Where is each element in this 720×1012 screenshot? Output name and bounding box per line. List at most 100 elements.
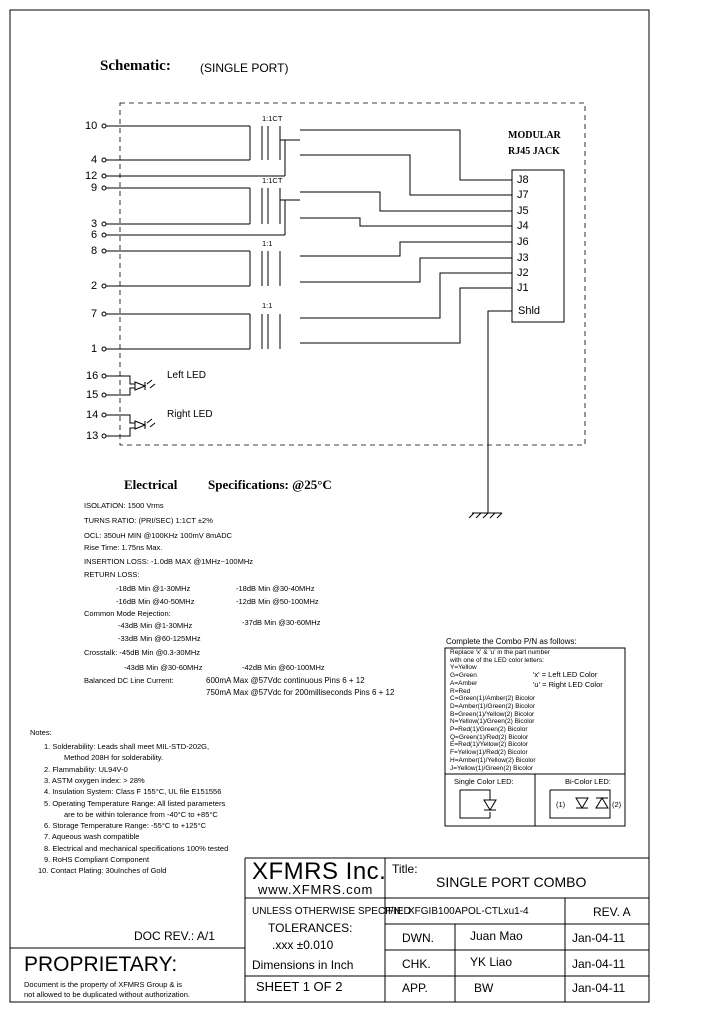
left-pin-8: 7 — [91, 308, 98, 320]
combo-lines-15: J=Yellow(1)/Green(2) Bicolor — [450, 764, 534, 772]
combo-lines-6: C=Green(1)/Amber(2) Bicolor — [450, 695, 536, 703]
electrical-balanced-2: 750mA Max @57Vdc for 200milliseconds Pin… — [206, 688, 395, 697]
ratio-1: 1:1CT — [262, 176, 283, 185]
notes-items-2: 2. Flammability: UL94V-0 — [44, 764, 128, 774]
jack-pin-7: J1 — [517, 282, 529, 294]
jack-pin-4: J6 — [517, 236, 529, 248]
proprietary-heading: PROPRIETARY: — [24, 953, 178, 976]
combo-lines-1: with one of the LED color letters: — [450, 656, 544, 664]
bicolor-1: (1) — [556, 800, 566, 809]
u-note: 'u' = Right LED Color — [533, 680, 603, 689]
notes-items-0: 1. Solderability: Leads shall meet MIL-S… — [44, 742, 210, 751]
electrical-balanced-0: Balanced DC Line Current: — [84, 676, 174, 685]
bicolor-2: (2) — [612, 800, 622, 809]
elec-title: Electrical — [124, 477, 178, 492]
pn-label: P/N: — [384, 906, 404, 917]
left-pin-4: 3 — [91, 218, 98, 230]
combo-lines-8: B=Green(1)/Yellow(2) Bicolor — [450, 710, 535, 718]
notes-items-8: 7. Aqueous wash compatible — [44, 832, 140, 842]
electrical-lines-0: ISOLATION: 1500 Vrms — [84, 501, 164, 510]
electrical-return_loss-1: -18dB Min @30-40MHz — [236, 584, 315, 593]
left-pin-0: 10 — [85, 120, 98, 132]
company-website: www.XFMRS.com — [258, 882, 374, 897]
combo-lines-14: H=Amber(1)/Yellow(2) Bicolor — [450, 756, 536, 764]
led-pin-1: 15 — [86, 389, 99, 401]
left-pin-3: 9 — [91, 182, 98, 194]
electrical-crosstalk-1: -43dB Min @30-60MHz — [124, 663, 203, 672]
proprietary-note-2: not allowed to be duplicated without aut… — [24, 990, 190, 999]
left-pin-5: 6 — [91, 229, 98, 241]
jack-pin-2: J5 — [517, 205, 529, 217]
electrical-return_loss-0: -18dB Min @1-30MHz — [116, 584, 191, 593]
jack-pin-5: J3 — [517, 252, 529, 264]
jack-title-1: MODULAR — [508, 130, 561, 141]
ratio-2: 1:1 — [262, 239, 273, 248]
proprietary-note-1: Document is the property of XFMRS Group … — [24, 980, 182, 989]
electrical-balanced-1: 600mA Max @57Vdc continuous Pins 6 + 12 — [206, 676, 365, 685]
notes-items-9: 8. Electrical and mechanical specificati… — [44, 843, 229, 853]
bicolor-led-label: Bi-Color LED: — [565, 777, 611, 786]
jack-pin-0: J8 — [517, 174, 529, 186]
combo-lines-10: P=Red(1)/Green(2) Bicolor — [450, 726, 528, 733]
combo-lines-9: N=Yellow(1)/Green(2) Bicolor — [450, 718, 535, 726]
title-value: SINGLE PORT COMBO — [436, 874, 587, 890]
notes-items-6: are to be within tolerance from -40°C to… — [64, 809, 218, 819]
ratio-3: 1:1 — [262, 301, 273, 310]
notes-items-3: 3. ASTM oxygen index: > 28% — [44, 775, 145, 785]
led-pin-0: 16 — [86, 370, 99, 382]
notes-items-4: 4. Insulation System: Class F 155°C, UL … — [44, 787, 222, 797]
dimensions-unit: Dimensions in Inch — [252, 958, 354, 972]
x-note: 'x' = Left LED Color — [533, 670, 598, 679]
app-name: BW — [474, 981, 494, 995]
electrical-lines-2: OCL: 350uH MIN @100KHz 100mV 8mADC — [84, 531, 233, 540]
notes-title: Notes: — [30, 728, 52, 737]
sheet-number: SHEET 1 OF 2 — [256, 979, 343, 994]
led-pin-3: 13 — [86, 430, 99, 442]
notes-items-11: 10. Contact Plating: 30uInches of Gold — [38, 866, 167, 876]
combo-lines-4: A=Amber — [450, 679, 478, 687]
left-pin-7: 2 — [91, 280, 98, 292]
combo-lines-7: D=Amber(1)/Green(2) Bicolor — [450, 702, 536, 710]
combo-lines-5: R=Red — [450, 687, 471, 695]
notes-items-1: Method 208H for solderability. — [64, 753, 164, 763]
dwn-name: Juan Mao — [470, 929, 523, 943]
jack-pin-1: J7 — [517, 189, 529, 201]
tolerances: TOLERANCES: — [268, 921, 353, 935]
left-pin-2: 12 — [85, 170, 98, 182]
company-name: XFMRS Inc. — [252, 858, 387, 885]
app-date: Jan-04-11 — [572, 981, 626, 995]
electrical-cmr-0: -43dB Min @1-30MHz — [118, 621, 193, 630]
tolerance-value: .xxx ±0.010 — [272, 938, 334, 952]
unless-specified: UNLESS OTHERWISE SPECIFIED — [252, 906, 411, 917]
electrical-lines-3: Rise Time: 1.75ns Max. — [84, 543, 163, 552]
electrical-crosstalk-2: -42dB Min @60-100MHz — [242, 663, 325, 672]
single-led-label: Single Color LED: — [454, 777, 514, 786]
schematic-subtitle: (SINGLE PORT) — [200, 61, 289, 75]
electrical-crosstalk-0: Crosstalk: -45dB Min @0.3-30MHz — [84, 648, 200, 657]
combo-lines-11: Q=Green(1)/Red(2) Bicolor — [450, 733, 529, 741]
notes-items-10: 9. RoHS Compliant Component — [44, 855, 150, 864]
left-pin-6: 8 — [91, 245, 98, 257]
dwn-date: Jan-04-11 — [572, 931, 626, 945]
pn-value: XFGIB100APOL-CTLxu1-4 — [408, 906, 529, 917]
notes-items-5: 5. Operating Temperature Range: All list… — [44, 798, 226, 808]
jack-pin-3: J4 — [517, 220, 529, 232]
left-pin-9: 1 — [91, 343, 98, 355]
electrical-lines-4: INSERTION LOSS: -1.0dB MAX @1MHz~100MHz — [84, 557, 253, 566]
chk-label: CHK. — [402, 957, 431, 971]
combo-lines-0: Replace 'x' & 'u' in the part number — [450, 649, 550, 656]
electrical-lines-1: TURNS RATIO: (PRI/SEC) 1:1CT ±2% — [84, 516, 213, 525]
electrical-return_loss-2: -16dB Min @40-50MHz — [116, 597, 195, 606]
combo-title: Complete the Combo P/N as follows: — [446, 637, 577, 646]
doc-revision: DOC REV.: A/1 — [134, 929, 215, 943]
chk-name: YK Liao — [470, 955, 513, 969]
jack-pin-6: J2 — [517, 267, 529, 279]
dwn-label: DWN. — [402, 931, 434, 945]
schematic-title: Schematic: — [100, 58, 171, 74]
electrical-cmr_label: Common Mode Rejection: — [84, 609, 171, 618]
revision: REV. A — [593, 905, 631, 919]
led-pin-2: 14 — [86, 409, 99, 421]
ratio-0: 1:1CT — [262, 114, 283, 123]
right-led-label: Right LED — [167, 409, 213, 420]
